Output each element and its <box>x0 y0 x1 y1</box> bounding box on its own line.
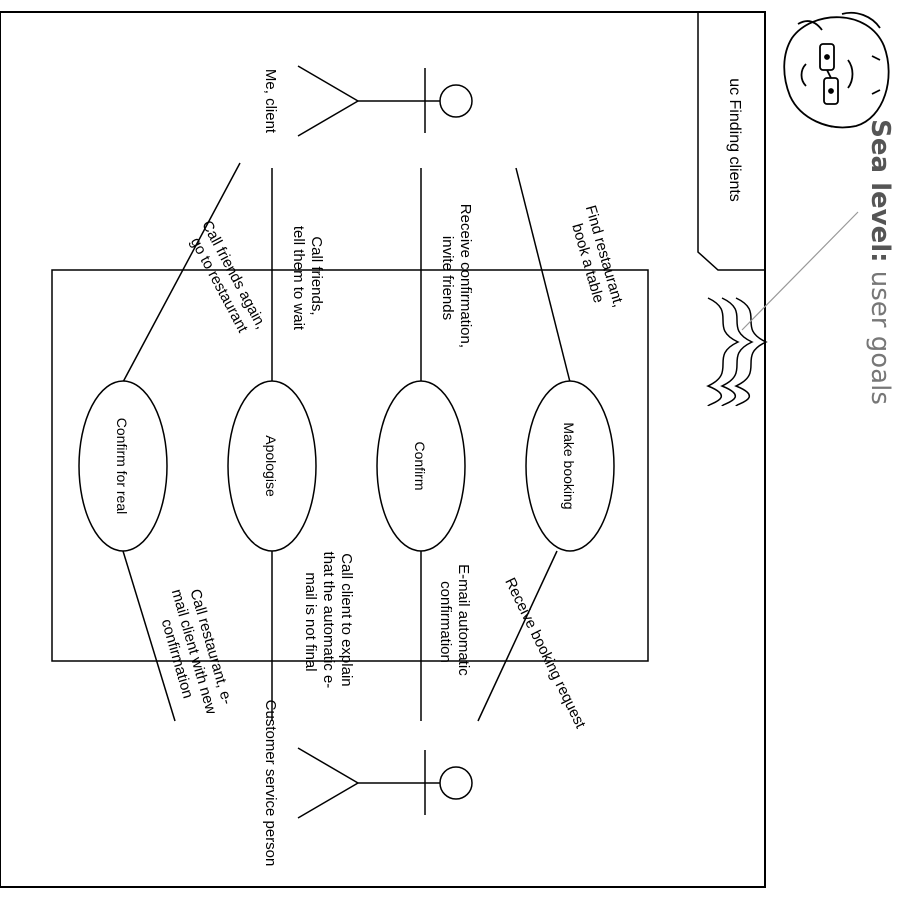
use-case-ellipse <box>376 380 466 552</box>
system-boundary <box>51 269 649 662</box>
assoc-label-client-confirm: Receive confirmation, invite friends <box>439 204 474 352</box>
assoc-label-client-apologise: Call friends, tell them to wait <box>290 226 325 331</box>
use-case-ellipse <box>227 380 317 552</box>
assoc-line-client-make-booking <box>515 167 571 383</box>
assoc-line-service-confirm-real <box>122 550 176 722</box>
use-case-ellipse <box>78 380 168 552</box>
use-case-label: Confirm <box>412 441 428 490</box>
actor-client-leg <box>297 65 359 102</box>
use-case-label: Make booking <box>561 422 577 509</box>
assoc-label-service-apologise: Call client to explain that the automati… <box>302 552 355 693</box>
actor-client-leg <box>297 100 359 137</box>
assoc-label-client-confirm-real: Call friends again, go to restaurant <box>182 218 271 344</box>
actor-client-head <box>439 84 473 118</box>
frame-title-tab <box>697 12 765 271</box>
sea-level-waves-icon <box>706 297 768 407</box>
assoc-line-service-make-booking <box>477 550 558 722</box>
actor-service-label: Customer service person <box>262 700 279 867</box>
use-case-ellipse <box>525 380 615 552</box>
actor-service <box>297 747 473 819</box>
actor-service-leg <box>297 782 359 819</box>
frame-title: uc Finding clients <box>726 78 743 202</box>
sea-level-caption: Sea level: user goals <box>865 119 895 405</box>
caption-pointer-line <box>741 211 859 331</box>
assoc-label-service-confirm: E-mail automatic confirmation <box>437 564 472 680</box>
use-case-label: Confirm for real <box>114 418 130 514</box>
use-case-confirm-for-real: Confirm for real <box>78 380 168 552</box>
assoc-label-client-make-booking: Find restaurant, book a table <box>564 203 628 318</box>
diagram-frame <box>0 11 766 888</box>
use-case-label: Apologise <box>263 435 279 497</box>
assoc-label-service-confirm-real: Call restaurant, e- mail client with new… <box>150 582 238 725</box>
use-case-make-booking: Make booking <box>525 380 615 552</box>
actor-service-head <box>439 766 473 800</box>
actor-service-leg <box>297 747 359 784</box>
actor-client <box>297 65 473 137</box>
use-case-apologise: Apologise <box>227 380 317 552</box>
assoc-line-client-confirm-real <box>122 162 241 383</box>
assoc-label-service-make-booking: Receive booking request <box>501 575 589 732</box>
doodle-face-icon <box>783 11 890 129</box>
use-case-confirm: Confirm <box>376 380 466 552</box>
actor-client-label: Me, client <box>262 69 279 134</box>
